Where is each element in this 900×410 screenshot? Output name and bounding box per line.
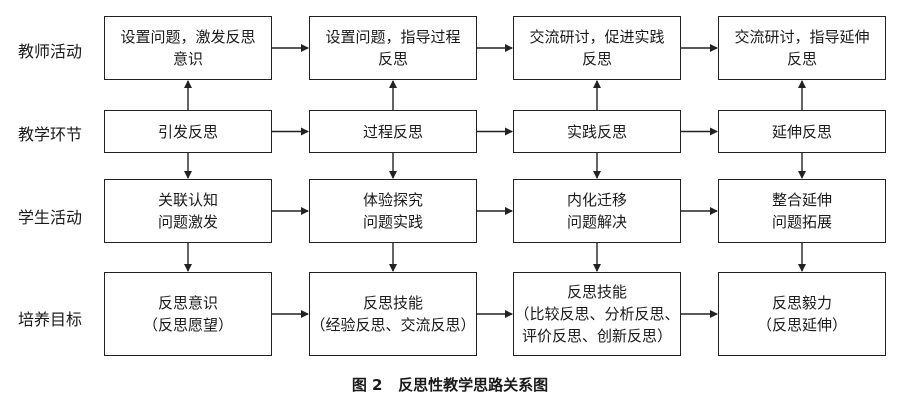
teaching-stage-box-2: 过程反思 [309, 110, 477, 153]
training-goal-box-2: 反思技能 （经验反思、交流反思） [309, 272, 477, 356]
box-text-line: 反思技能 [566, 283, 627, 301]
figure-caption: 图 2 反思性教学思路关系图 [351, 376, 549, 394]
box-text-line: （经验反思、交流反思） [310, 316, 476, 334]
box-text-line: 交流研讨，促进实践 [529, 28, 665, 46]
box-text-line: 关联认知 [157, 191, 218, 209]
box-text-line: （反思愿望） [142, 316, 233, 334]
box-text-line: 交流研讨，指导延伸 [734, 28, 870, 46]
training-goal-box-3: 反思技能 （比较反思、分析反思、评价反思、创新反思） [513, 272, 681, 356]
teacher-activity-box-2: 设置问题，指导过程反思 [309, 16, 477, 80]
arrow-group [184, 44, 806, 318]
box-text-line: 体验探究 [362, 191, 423, 209]
box-text-line: 内化迁移 [566, 191, 627, 209]
student-activity-box-3: 内化迁移问题解决 [513, 179, 681, 243]
row-label-teacher-activity: 教师活动 [17, 42, 82, 61]
box-text-line: 引发反思 [157, 122, 218, 141]
training-goal-box-1: 反思意识 （反思愿望） [104, 272, 272, 356]
box-text-line: 问题激发 [157, 213, 218, 231]
box-text-line: （反思延伸） [756, 316, 847, 334]
teacher-activity-box-3: 交流研讨，促进实践反思 [513, 16, 681, 80]
box-text-line: 过程反思 [362, 122, 423, 141]
box-text-line: 评价反思、创新反思） [521, 327, 672, 345]
student-activity-box-4: 整合延伸问题拓展 [718, 179, 886, 243]
box-text-line: 延伸反思 [771, 122, 832, 141]
box-text-line: 实践反思 [566, 122, 627, 141]
teaching-stage-box-4: 延伸反思 [718, 110, 886, 153]
student-activity-box-2: 体验探究问题实践 [309, 179, 477, 243]
box-text-line: 反思意识 [157, 294, 218, 312]
box-text-line: 意识 [172, 50, 203, 68]
box-text-line: 问题拓展 [771, 213, 832, 231]
box-text-line: 问题解决 [566, 213, 627, 231]
box-text-line: 反思 [377, 50, 408, 68]
box-text-line: 反思 [581, 50, 612, 68]
teaching-stage-box-1: 引发反思 [104, 110, 272, 153]
box-text-line: 设置问题，指导过程 [325, 28, 461, 46]
box-text-line: 反思毅力 [771, 294, 832, 312]
row-label-teaching-stage: 教学环节 [17, 125, 82, 144]
box-text-line: 问题实践 [362, 213, 423, 231]
row-label-student-activity: 学生活动 [17, 208, 82, 227]
box-text-line: 反思 [786, 50, 817, 68]
training-goal-box-4: 反思毅力 （反思延伸） [718, 272, 886, 356]
row-label-training-goal: 培养目标 [17, 310, 82, 329]
box-text-line: 整合延伸 [771, 191, 832, 209]
teaching-stage-box-3: 实践反思 [513, 110, 681, 153]
box-text-line: （比较反思、分析反思、 [514, 305, 680, 323]
teacher-activity-box-4: 交流研讨，指导延伸反思 [718, 16, 886, 80]
teacher-activity-box-1: 设置问题，激发反思意识 [104, 16, 272, 80]
box-text-line: 设置问题，激发反思 [120, 28, 256, 46]
box-text-line: 反思技能 [362, 294, 423, 312]
student-activity-box-1: 关联认知问题激发 [104, 179, 272, 243]
